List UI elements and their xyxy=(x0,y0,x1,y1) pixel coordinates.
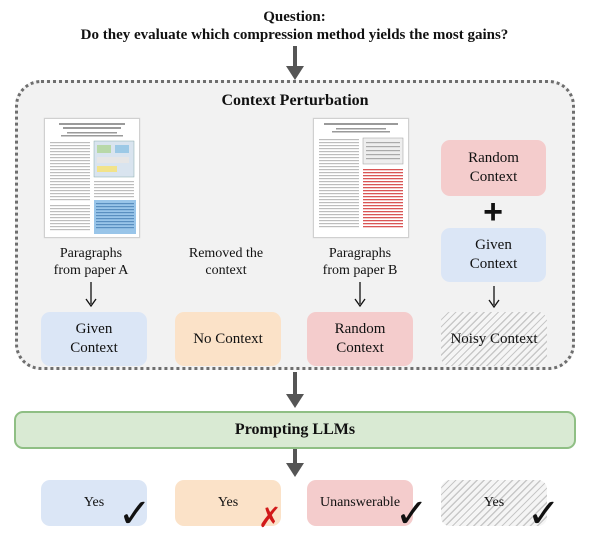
caption-line: from paper A xyxy=(53,263,129,278)
arrow-down-icon xyxy=(286,46,304,80)
caption-line: Paragraphs xyxy=(328,246,392,261)
arrow-down-icon xyxy=(488,286,500,309)
box-line: Context xyxy=(469,169,518,185)
output-noisy-context: Yes xyxy=(441,480,547,526)
cross-icon: ✗ xyxy=(258,501,282,534)
result-given-context: Given Context xyxy=(41,312,147,366)
caption-removed: Removed the context xyxy=(170,245,282,279)
context-perturbation-title: Context Perturbation xyxy=(221,92,369,109)
prompting-llms-box: Prompting LLMs xyxy=(14,411,576,449)
box-line: Given xyxy=(475,237,512,253)
box-line: Given xyxy=(75,321,113,337)
result-random-context: Random Context xyxy=(307,312,413,366)
output-label: Yes xyxy=(83,495,105,510)
output-label: Yes xyxy=(217,495,239,510)
given-context-box: Given Context xyxy=(441,228,546,282)
paper-a-thumbnail xyxy=(44,118,140,238)
box-line: Context xyxy=(469,256,518,272)
caption-line: from paper B xyxy=(322,263,398,278)
result-no-context: No Context xyxy=(175,312,281,366)
arrow-down-icon xyxy=(286,372,304,408)
arrow-down-icon xyxy=(286,449,304,477)
box-line: Noisy Context xyxy=(450,330,538,347)
paper-b-image xyxy=(319,123,404,228)
box-line: Context xyxy=(70,340,118,356)
paper-a-image xyxy=(50,123,136,234)
caption-line: context xyxy=(205,263,247,278)
caption-paper-a: Paragraphs from paper A xyxy=(35,245,147,279)
output-label: Unanswerable xyxy=(319,495,401,510)
caption-line: Paragraphs xyxy=(59,246,123,261)
paper-b-thumbnail xyxy=(313,118,409,238)
caption-line: Removed the xyxy=(188,246,264,261)
box-line: Random xyxy=(468,150,519,166)
box-line: Random xyxy=(334,321,386,337)
check-icon: ✓ xyxy=(395,491,429,537)
result-noisy-context: Noisy Context xyxy=(441,312,547,366)
arrow-down-icon xyxy=(85,282,97,308)
check-icon: ✓ xyxy=(118,491,152,537)
output-given-context: Yes xyxy=(41,480,147,526)
question-heading: Question: xyxy=(263,9,326,25)
output-label: Yes xyxy=(483,495,505,510)
output-no-context: Yes xyxy=(175,480,281,526)
random-context-box: Random Context xyxy=(441,140,546,196)
prompting-llms-label: Prompting LLMs xyxy=(234,421,356,438)
arrow-down-icon xyxy=(354,282,366,308)
caption-paper-b: Paragraphs from paper B xyxy=(304,245,416,279)
check-icon: ✓ xyxy=(527,491,561,537)
output-random-context: Unanswerable xyxy=(307,480,413,526)
question-text: Do they evaluate which compression metho… xyxy=(80,27,509,43)
box-line: Context xyxy=(336,340,384,356)
box-line: No Context xyxy=(193,330,263,347)
plus-icon: + xyxy=(483,193,503,231)
